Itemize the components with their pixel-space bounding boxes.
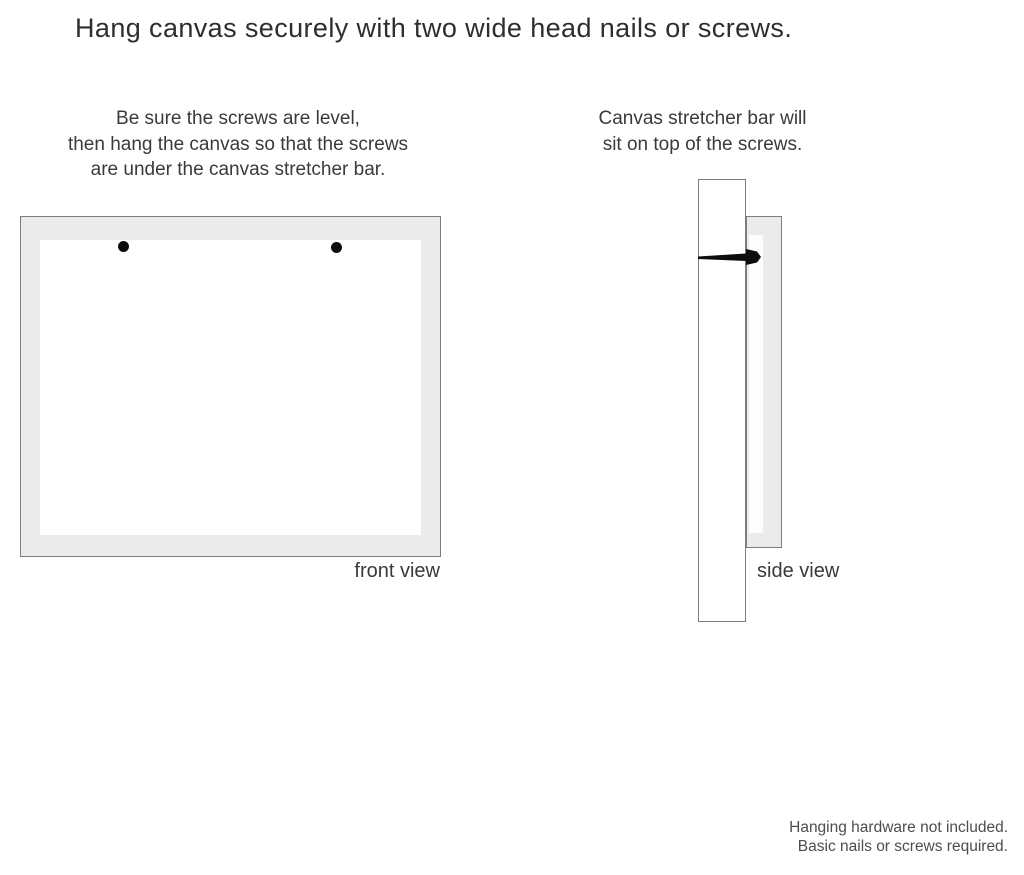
front-view-label: front view	[354, 560, 440, 582]
side-view-instruction: Canvas stretcher bar will sit on top of …	[598, 108, 807, 155]
side-view-canvas	[746, 216, 782, 548]
side-view-label: side view	[757, 560, 840, 582]
nail-head-icon	[331, 242, 342, 253]
hardware-disclaimer: Hanging hardware not included. Basic nai…	[789, 819, 1008, 855]
canvas-face	[40, 240, 421, 535]
stretcher-bar	[698, 179, 746, 622]
front-view-instruction: Be sure the screws are level, then hang …	[67, 108, 409, 180]
nail-head-icon	[118, 241, 129, 252]
side-canvas-face	[749, 235, 763, 533]
side-nail-icon	[698, 249, 761, 265]
page-title: Hang canvas securely with two wide head …	[75, 13, 793, 43]
front-view-canvas	[20, 216, 441, 557]
